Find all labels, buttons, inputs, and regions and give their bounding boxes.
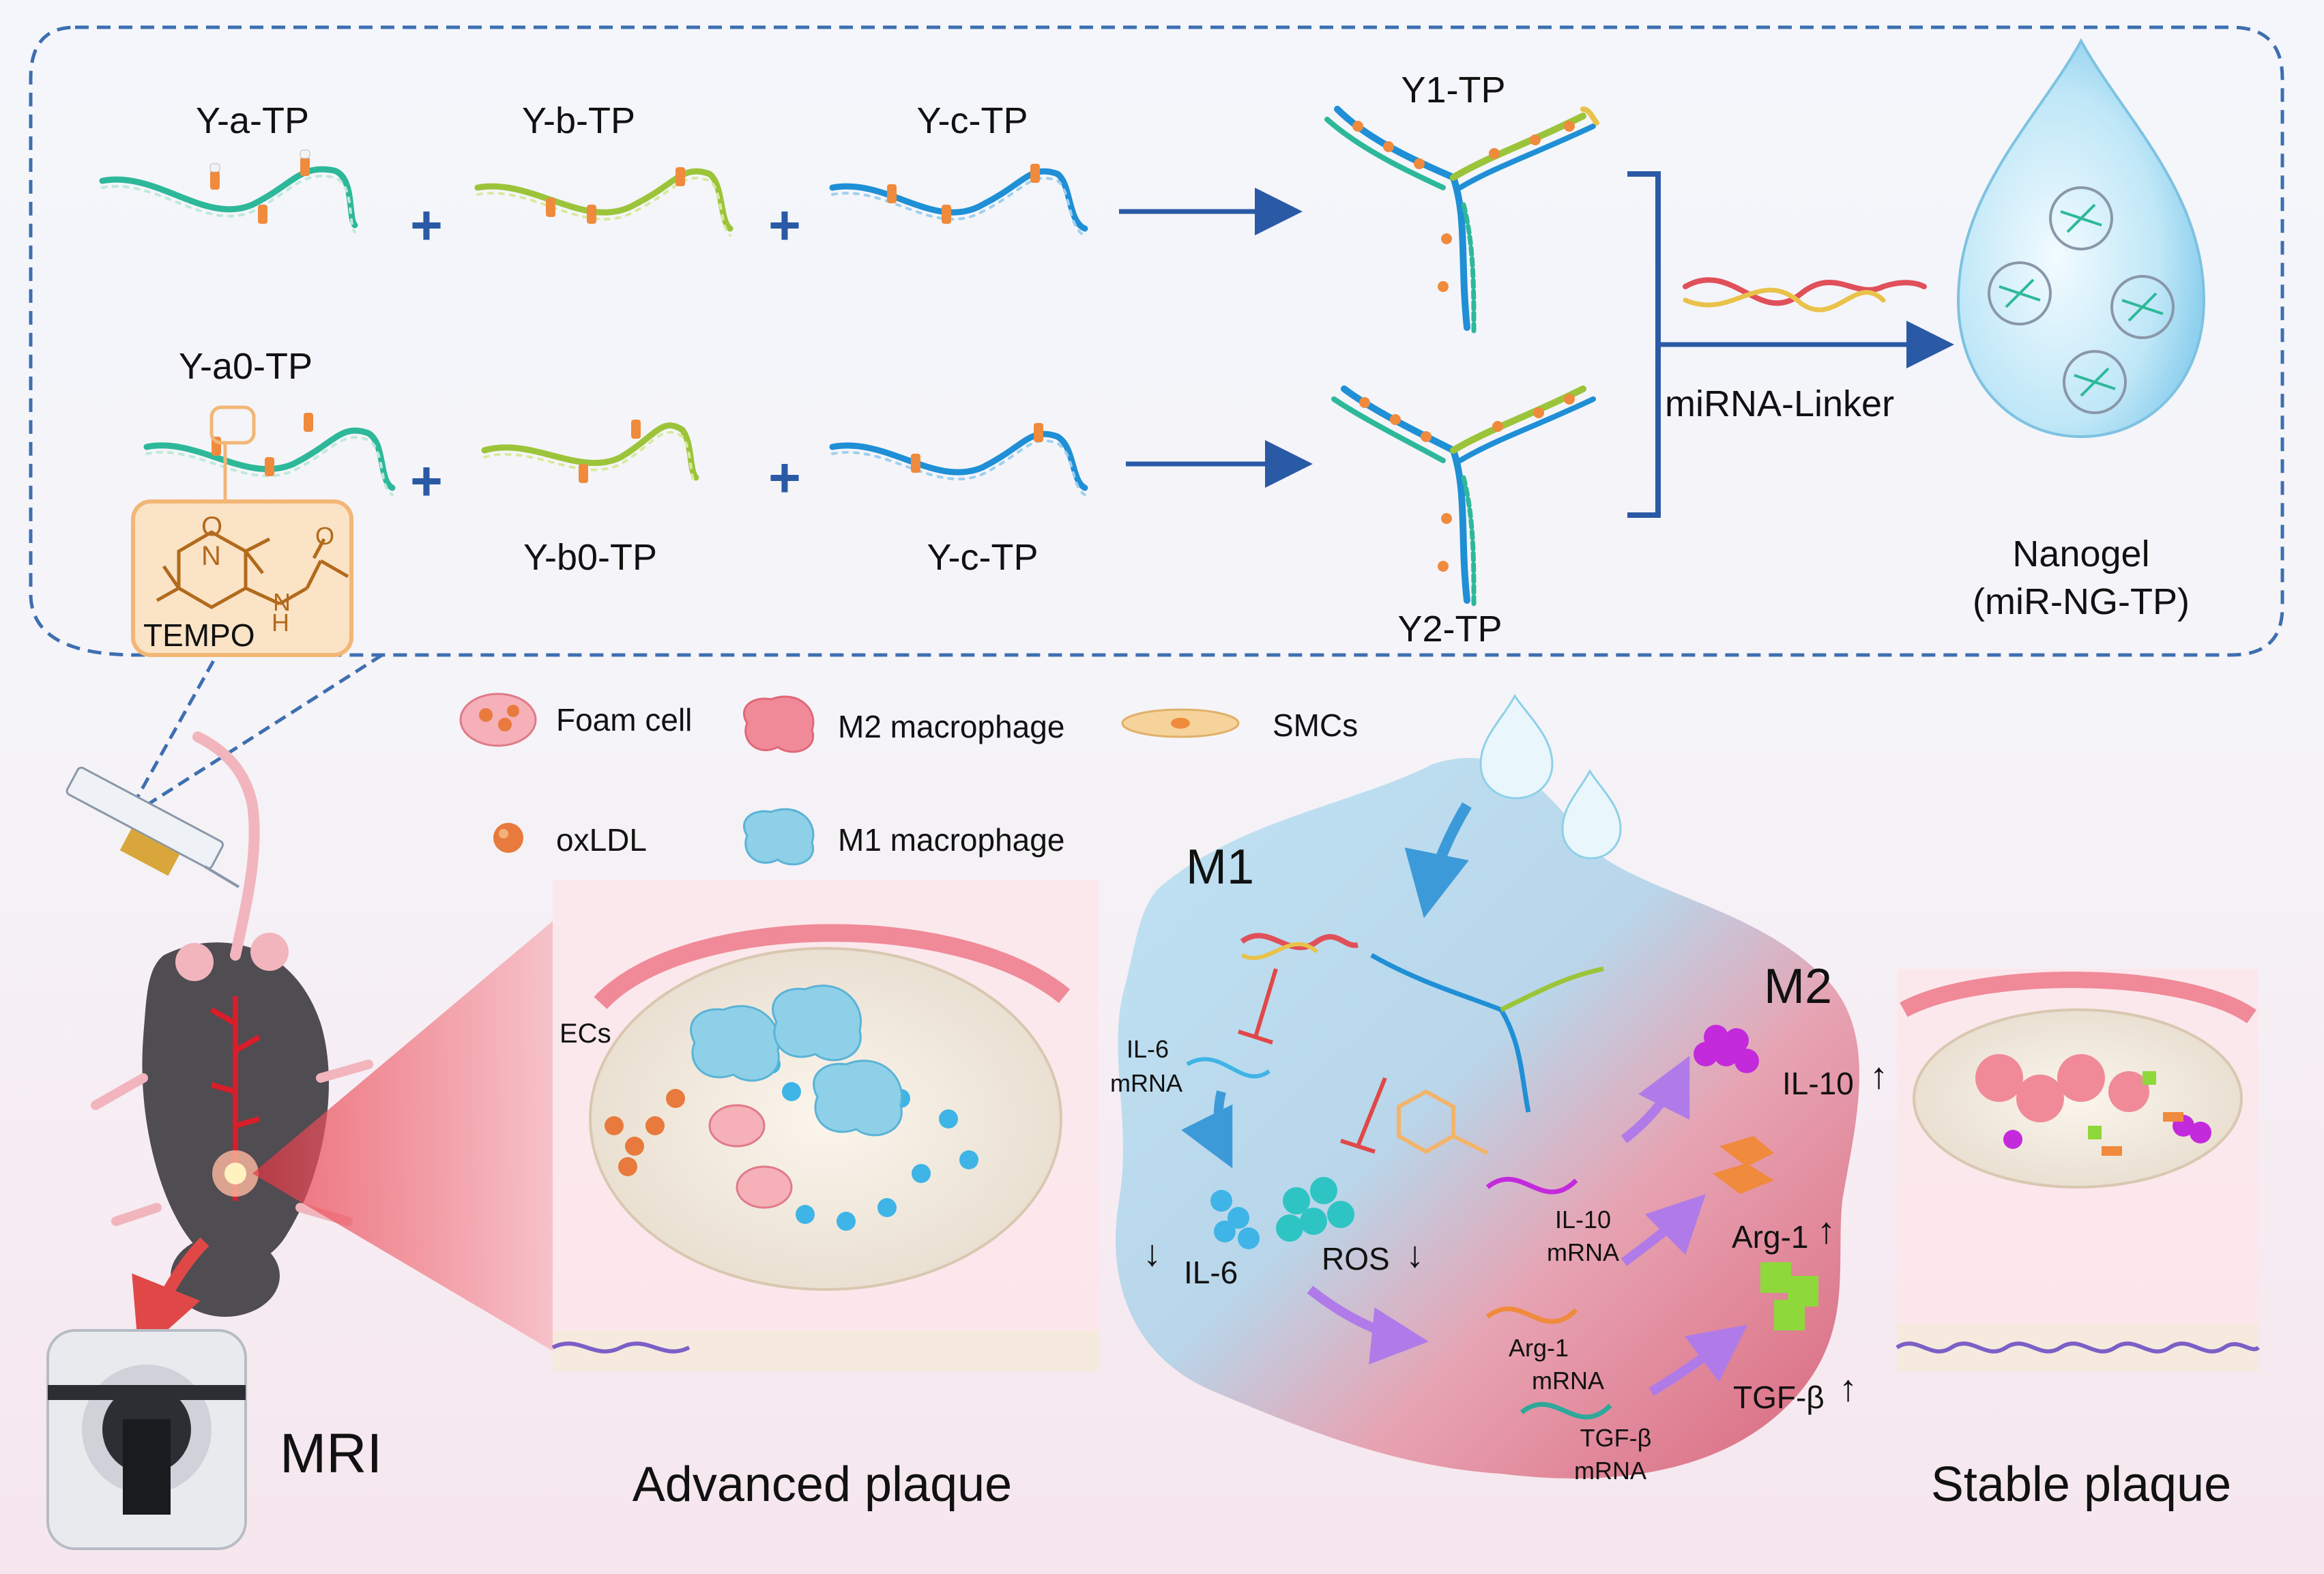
- legend-oxldl-icon: [493, 823, 523, 853]
- legend-m1-macrophage-label: M1 macrophage: [838, 822, 1065, 858]
- y1-tags: [1352, 121, 1575, 292]
- legend-oxldl-label: oxLDL: [556, 822, 647, 858]
- purple-arrow-1: [1307, 1285, 1429, 1365]
- legend-m1-macrophage-icon: [742, 808, 815, 866]
- label-arg1: Arg-1: [1732, 1219, 1809, 1255]
- nanogel-clusters: [1988, 186, 2175, 414]
- uptake-arrow: [1404, 802, 1472, 918]
- label-y-b-tp: Y-b-TP: [521, 100, 636, 141]
- label-stable-plaque: Stable plaque: [1930, 1457, 2232, 1512]
- label-advanced-plaque: Advanced plaque: [632, 1457, 1013, 1512]
- label-tgfb-mrna-1: TGF-β: [1580, 1424, 1652, 1452]
- nanogel-drop-small-2: [1561, 768, 1622, 860]
- strand-y-b0: [481, 422, 699, 486]
- label-y-a0-tp: Y-a0-TP: [178, 346, 313, 387]
- tgfb-up-arrow: ↑: [1839, 1368, 1857, 1409]
- tempo-atom-o: O: [201, 512, 223, 542]
- strand-y-b: [474, 168, 733, 237]
- label-y-b0-tp: Y-b0-TP: [523, 537, 658, 578]
- y2-structure: [1331, 385, 1596, 607]
- legend-m2-macrophage-label: M2 macrophage: [838, 709, 1065, 744]
- purple-arrow-4: [1648, 1324, 1748, 1397]
- il6-mrna-strand: [1186, 1057, 1270, 1079]
- il6-down-arrow: ↓: [1143, 1233, 1161, 1274]
- imaging-beam: [252, 921, 553, 1351]
- legend-smcs-icon: [1121, 708, 1240, 738]
- syringe-icon: [66, 766, 240, 888]
- stable-plaque: [1895, 969, 2261, 1371]
- purple-arrow-2: [1621, 1055, 1690, 1143]
- label-mirna-linker: miRNA-Linker: [1665, 383, 1895, 424]
- macrophage-cell: [1116, 757, 1859, 1478]
- label-ros: ROS: [1322, 1241, 1390, 1277]
- tempo-inside: [1397, 1089, 1489, 1155]
- legend-foam-cell-label: Foam cell: [556, 702, 693, 738]
- strand-y-a0: [143, 427, 396, 496]
- y2-tags: [1359, 394, 1575, 572]
- mirna-helix-inside: [1240, 933, 1359, 950]
- label-y-c-tp-2: Y-c-TP: [927, 537, 1038, 578]
- strand-y-c-2: [829, 431, 1088, 496]
- tempo-structure-box: [131, 499, 353, 657]
- ros-down-arrow: ↓: [1406, 1234, 1424, 1275]
- inhibition-markers: [1238, 968, 1387, 1154]
- tempo-molecule: [156, 530, 349, 609]
- ros-particles: [1276, 1177, 1354, 1242]
- label-arg1-mrna-2: mRNA: [1532, 1367, 1604, 1395]
- mirna-linker-helix: [1683, 277, 1927, 312]
- tempo-highlight-box: [209, 405, 256, 445]
- legend-foam-cell-icon: [459, 693, 537, 747]
- advanced-plaque: [551, 880, 1099, 1371]
- label-il6-mrna-2: mRNA: [1110, 1069, 1182, 1097]
- label-nanogel: Nanogel: [2012, 534, 2150, 574]
- label-il6: IL-6: [1184, 1255, 1238, 1290]
- label-y-c-tp-1: Y-c-TP: [916, 100, 1028, 141]
- strand-y-a: [99, 166, 358, 233]
- synthesis-panel-border: [29, 25, 2284, 657]
- tempo-atom-h: H: [272, 609, 289, 637]
- label-mir-ng-tp: (miR-NG-TP): [1973, 581, 2190, 622]
- label-m1: M1: [1186, 840, 1255, 894]
- plus-1: +: [410, 194, 443, 257]
- il10-protein: [1694, 1025, 1759, 1073]
- plus-3: +: [410, 450, 443, 512]
- y1-structure: [1324, 106, 1599, 334]
- legend-smcs-label: SMCs: [1273, 708, 1359, 743]
- label-tgfb: TGF-β: [1733, 1380, 1825, 1415]
- label-mri: MRI: [280, 1423, 383, 1485]
- label-tempo: TEMPO: [143, 617, 255, 653]
- il6-particles: [1210, 1190, 1260, 1249]
- arg1-protein: [1713, 1136, 1774, 1194]
- nanogel-drop-small-1: [1479, 694, 1554, 800]
- label-ecs: ECs: [560, 1019, 611, 1049]
- legend-m2-macrophage-icon: [742, 695, 815, 753]
- mri-machine-icon: [46, 1329, 247, 1550]
- tgfb-protein: [1760, 1262, 1818, 1330]
- purple-arrow-3: [1621, 1194, 1706, 1266]
- tempo-atom-n-amide: N: [273, 588, 291, 616]
- label-tgfb-mrna-2: mRNA: [1574, 1457, 1646, 1485]
- label-arg1-mrna-1: Arg-1: [1508, 1334, 1569, 1362]
- label-il10-mrna-2: mRNA: [1547, 1238, 1619, 1266]
- label-il6-mrna-1: IL-6: [1126, 1035, 1170, 1063]
- tp-tags-row1: [209, 149, 1040, 224]
- label-il10-mrna-1: IL-10: [1554, 1206, 1612, 1234]
- label-m2: M2: [1764, 959, 1833, 1014]
- label-y1-tp: Y1-TP: [1401, 70, 1506, 111]
- label-il10: IL-10: [1782, 1066, 1854, 1101]
- label-y2-tp: Y2-TP: [1397, 609, 1502, 650]
- plus-2: +: [768, 194, 801, 257]
- arg1-up-arrow: ↑: [1817, 1210, 1835, 1251]
- il10-up-arrow: ↑: [1870, 1055, 1888, 1096]
- label-y-a-tp: Y-a-TP: [195, 100, 310, 141]
- y-shapes-inside: [1370, 952, 1604, 1113]
- tempo-atom-n: N: [201, 541, 221, 571]
- tempo-atom-o-carbonyl: O: [315, 522, 335, 550]
- plus-4: +: [768, 447, 801, 509]
